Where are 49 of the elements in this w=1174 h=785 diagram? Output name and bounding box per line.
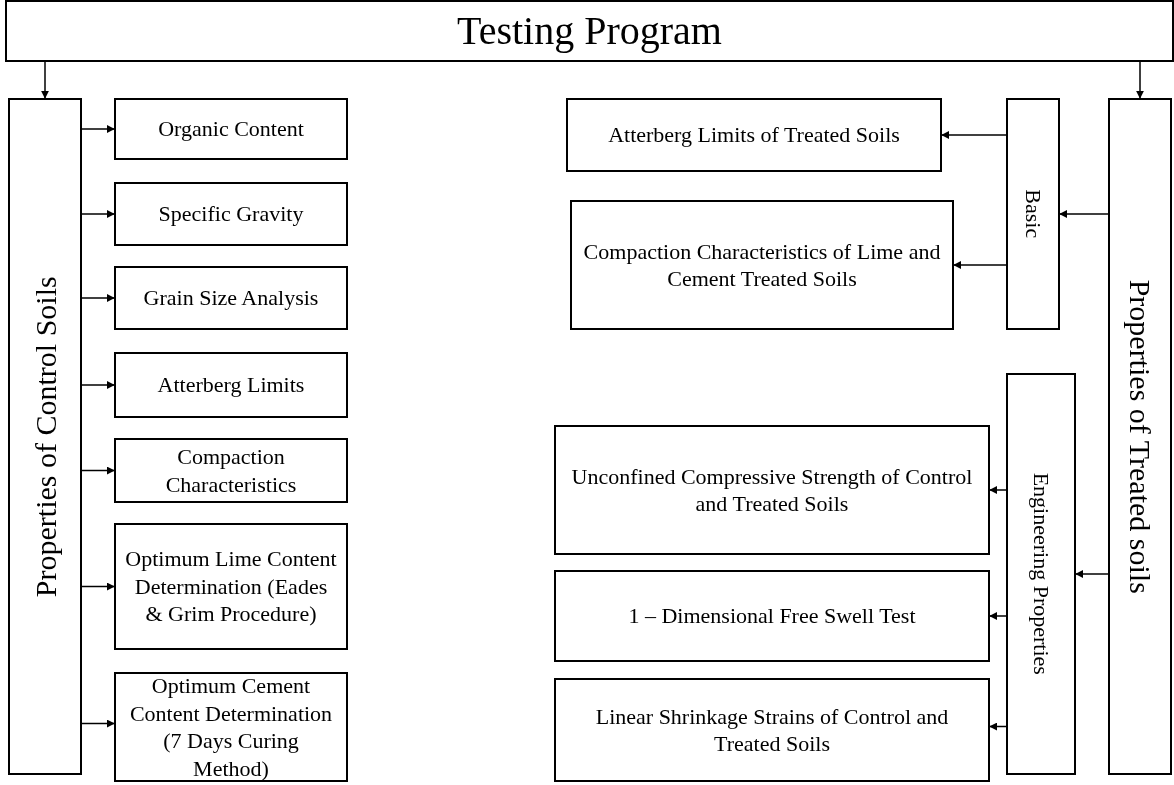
arrow [1059,210,1109,218]
label-text: Testing Program [456,7,723,55]
label-text: Grain Size Analysis [142,284,320,312]
process-box [554,425,990,555]
label-text: Engineering Properties [1027,472,1055,676]
arrow [81,719,115,728]
process-box [114,266,348,330]
process-box [114,523,348,650]
arrow [81,210,115,218]
label-text: Linear Shrinkage Strains of Control and Treated Soils [594,702,950,758]
label-text: Properties of Treated soils [1122,279,1158,594]
group-box [1006,98,1060,330]
label-text: Optimum Cement Content Determination (7 Days Curing Method) [128,672,334,782]
label-text: Optimum Lime Content Determination (Eades & Grim Procedure) [124,545,338,628]
arrow [81,125,115,133]
process-box [570,200,954,330]
arrow [1136,61,1144,99]
arrow [989,612,1007,620]
arrow [81,294,115,302]
label-text: Basic [1019,189,1047,239]
label-text: Atterberg Limits [156,371,306,399]
arrow [1075,570,1109,578]
process-box [114,182,348,246]
process-box [114,98,348,160]
group-box [1006,373,1076,775]
arrow [953,261,1007,269]
process-box [554,570,990,662]
arrow [81,466,115,475]
label-text: Atterberg Limits of Treated Soils [607,121,901,149]
arrow [941,131,1007,139]
group-box [1108,98,1172,775]
label-text: Specific Gravity [157,200,305,228]
title-box [5,0,1174,62]
label-text: Organic Content [157,115,305,143]
arrow [81,582,115,591]
process-box [114,438,348,503]
process-box [554,678,990,782]
arrow [41,61,49,99]
label-text: 1 – Dimensional Free Swell Test [627,602,917,630]
label-text: Compaction Characteristics [164,443,298,498]
group-box [8,98,82,775]
label-text: Unconfined Compressive Strength of Control and Treated Soils [570,462,974,518]
label-text: Properties of Control Soils [27,276,63,597]
arrow [989,722,1007,731]
arrow [989,486,1007,494]
arrow [81,381,115,389]
process-box [114,352,348,418]
label-text: Compaction Characteristics of Lime and Cement Treated Soils [582,237,942,293]
process-box [566,98,942,172]
